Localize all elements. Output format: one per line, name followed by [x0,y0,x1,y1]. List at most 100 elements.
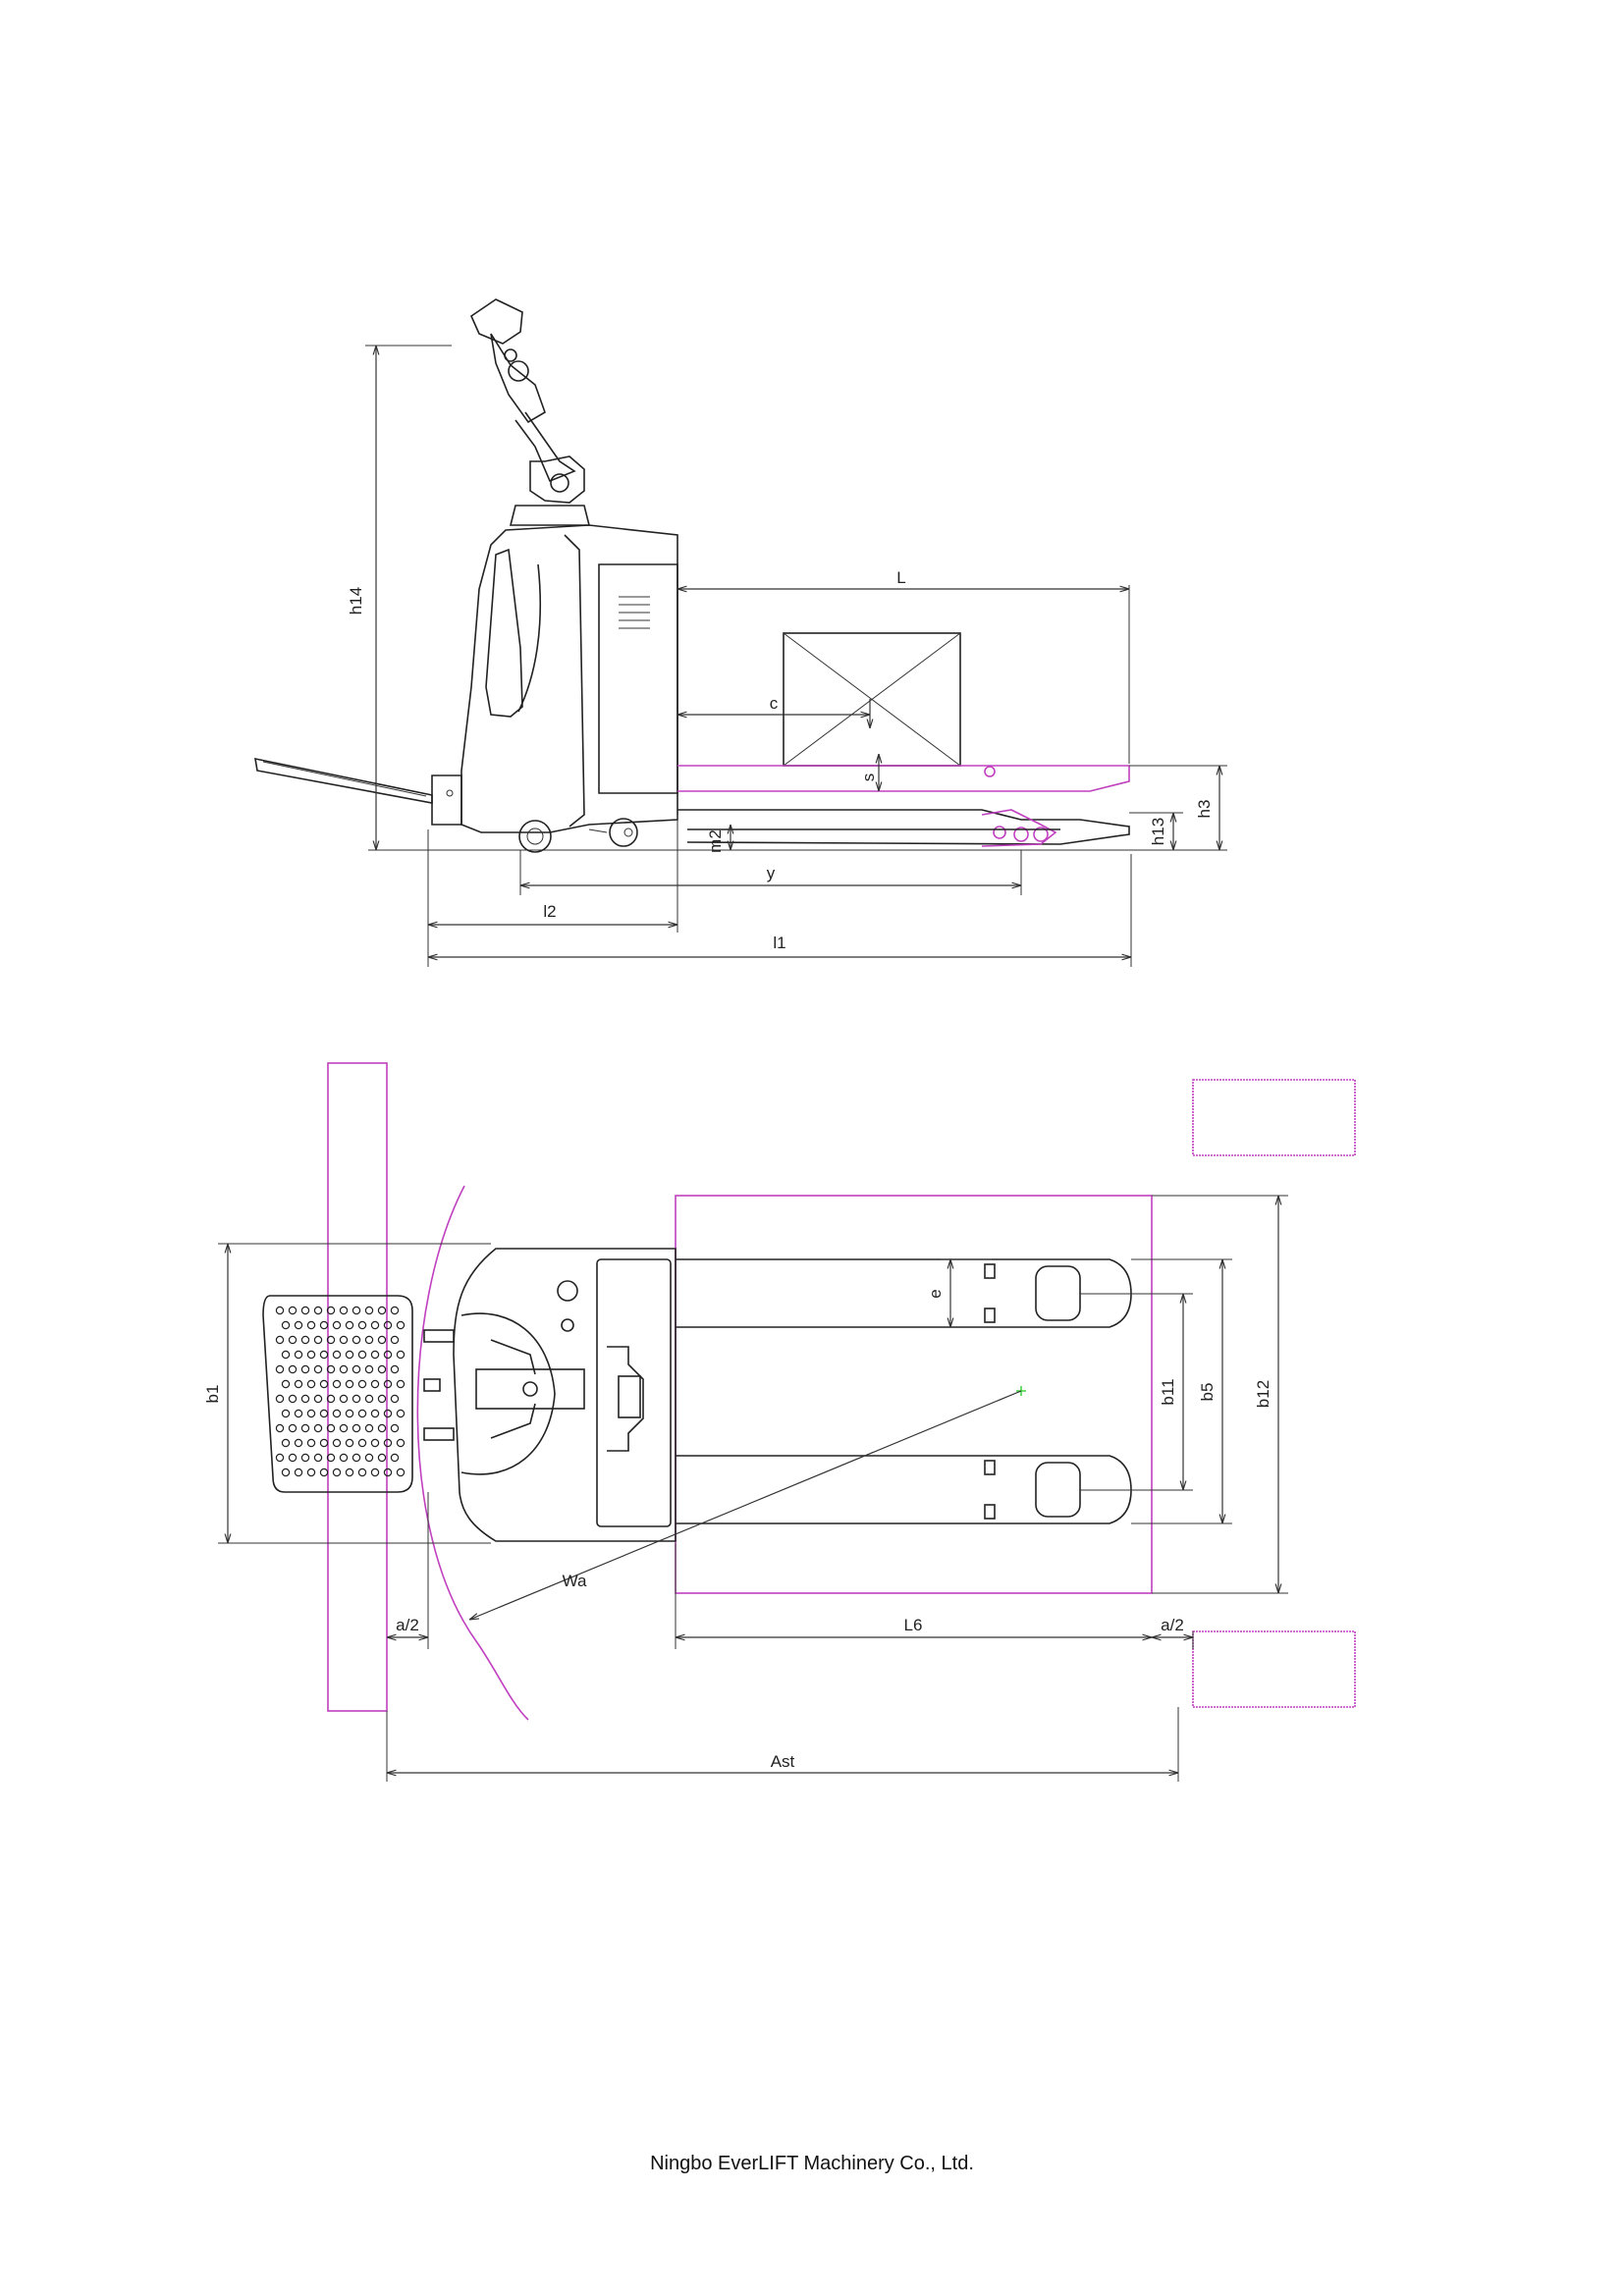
platform-hole [345,1438,354,1448]
platform-hole [370,1379,380,1389]
platform-hole [357,1438,367,1448]
platform-hole [288,1364,298,1374]
platform-hole [390,1335,400,1345]
platform-hole [319,1409,329,1418]
platform-hole [357,1409,367,1418]
platform-hole [370,1438,380,1448]
platform-hole [294,1468,303,1477]
platform-hole [313,1423,323,1433]
platform-hole [345,1320,354,1330]
platform-hole [319,1320,329,1330]
platform-hole [313,1306,323,1315]
s-label: s [859,774,878,782]
pallet-hatch-bottom [1192,1630,1356,1708]
platform-hole [339,1335,349,1345]
platform-hole [339,1453,349,1463]
platform-hole [294,1438,303,1448]
platform-hole [345,1409,354,1418]
foldable-platform [254,757,433,804]
platform-hole [294,1320,303,1330]
platform-hole [288,1423,298,1433]
L6-label: L6 [904,1616,923,1634]
platform-hole [332,1379,342,1389]
platform-hole [281,1320,291,1330]
platform-hole [364,1423,374,1433]
platform-hole [300,1364,310,1374]
platform-hole [319,1468,329,1477]
load-outline [675,1195,1153,1594]
platform-hole [339,1394,349,1404]
platform-hole [288,1335,298,1345]
ast-label: Ast [771,1752,795,1771]
platform-hole [313,1394,323,1404]
platform-hole [332,1438,342,1448]
platform-hole [364,1394,374,1404]
platform-hole [294,1409,303,1418]
platform-hole [352,1453,361,1463]
platform-hole [313,1453,323,1463]
platform-hole [396,1350,406,1360]
platform-hole [352,1394,361,1404]
top-platform [262,1295,413,1493]
h3-label: h3 [1195,800,1214,819]
h13-label: h13 [1149,818,1167,845]
platform-hole [275,1335,285,1345]
b11-label: b11 [1159,1378,1177,1405]
platform-hole [332,1468,342,1477]
platform-hole [357,1320,367,1330]
platform-hole [396,1379,406,1389]
platform-hole [390,1364,400,1374]
platform-hole [300,1423,310,1433]
forks [677,765,1130,847]
platform-hole [319,1438,329,1448]
top-forks [676,1258,1132,1524]
platform-hole [345,1468,354,1477]
platform-hole [326,1306,336,1315]
tiller-handle [469,298,591,526]
platform-hole [357,1379,367,1389]
top-view: Wa b1 e b11 b5 b1 [203,1062,1356,1782]
platform-hole [281,1438,291,1448]
l2-label: l2 [543,902,556,921]
platform-hole [339,1423,349,1433]
platform-hole [281,1409,291,1418]
m2-label: m2 [706,829,725,853]
platform-hole [332,1409,342,1418]
l1-label: l1 [773,934,785,952]
platform-hole [326,1453,336,1463]
platform-hole [352,1306,361,1315]
a2-left-label: a/2 [396,1616,419,1634]
top-truck-body [423,1248,677,1542]
platform-hole [364,1364,374,1374]
wheels [518,818,638,853]
y-label: y [767,864,776,882]
platform-hole [364,1335,374,1345]
platform-hole [294,1379,303,1389]
platform-hole [275,1364,285,1374]
platform-hole [383,1468,393,1477]
platform-hole [390,1453,400,1463]
platform-hole [377,1335,387,1345]
platform-hole [370,1409,380,1418]
platform-hole [319,1350,329,1360]
platform-hole [364,1306,374,1315]
platform-hole [377,1394,387,1404]
platform-hole [370,1468,380,1477]
platform-hole [383,1350,393,1360]
load-box [783,632,961,767]
platform-hole [288,1306,298,1315]
platform-hole [364,1453,374,1463]
platform-hole [345,1350,354,1360]
truck-body [431,524,678,833]
platform-hole [300,1306,310,1315]
platform-hole [319,1379,329,1389]
e-label: e [926,1289,945,1298]
top-dimensions: b1 e b11 b5 b12 a/2 [203,1195,1288,1782]
c-label: c [770,694,779,713]
platform-hole [313,1335,323,1345]
platform-hole [383,1320,393,1330]
platform-hole [306,1350,316,1360]
platform-hole [390,1394,400,1404]
h14-label: h14 [347,587,365,614]
platform-hole [339,1364,349,1374]
